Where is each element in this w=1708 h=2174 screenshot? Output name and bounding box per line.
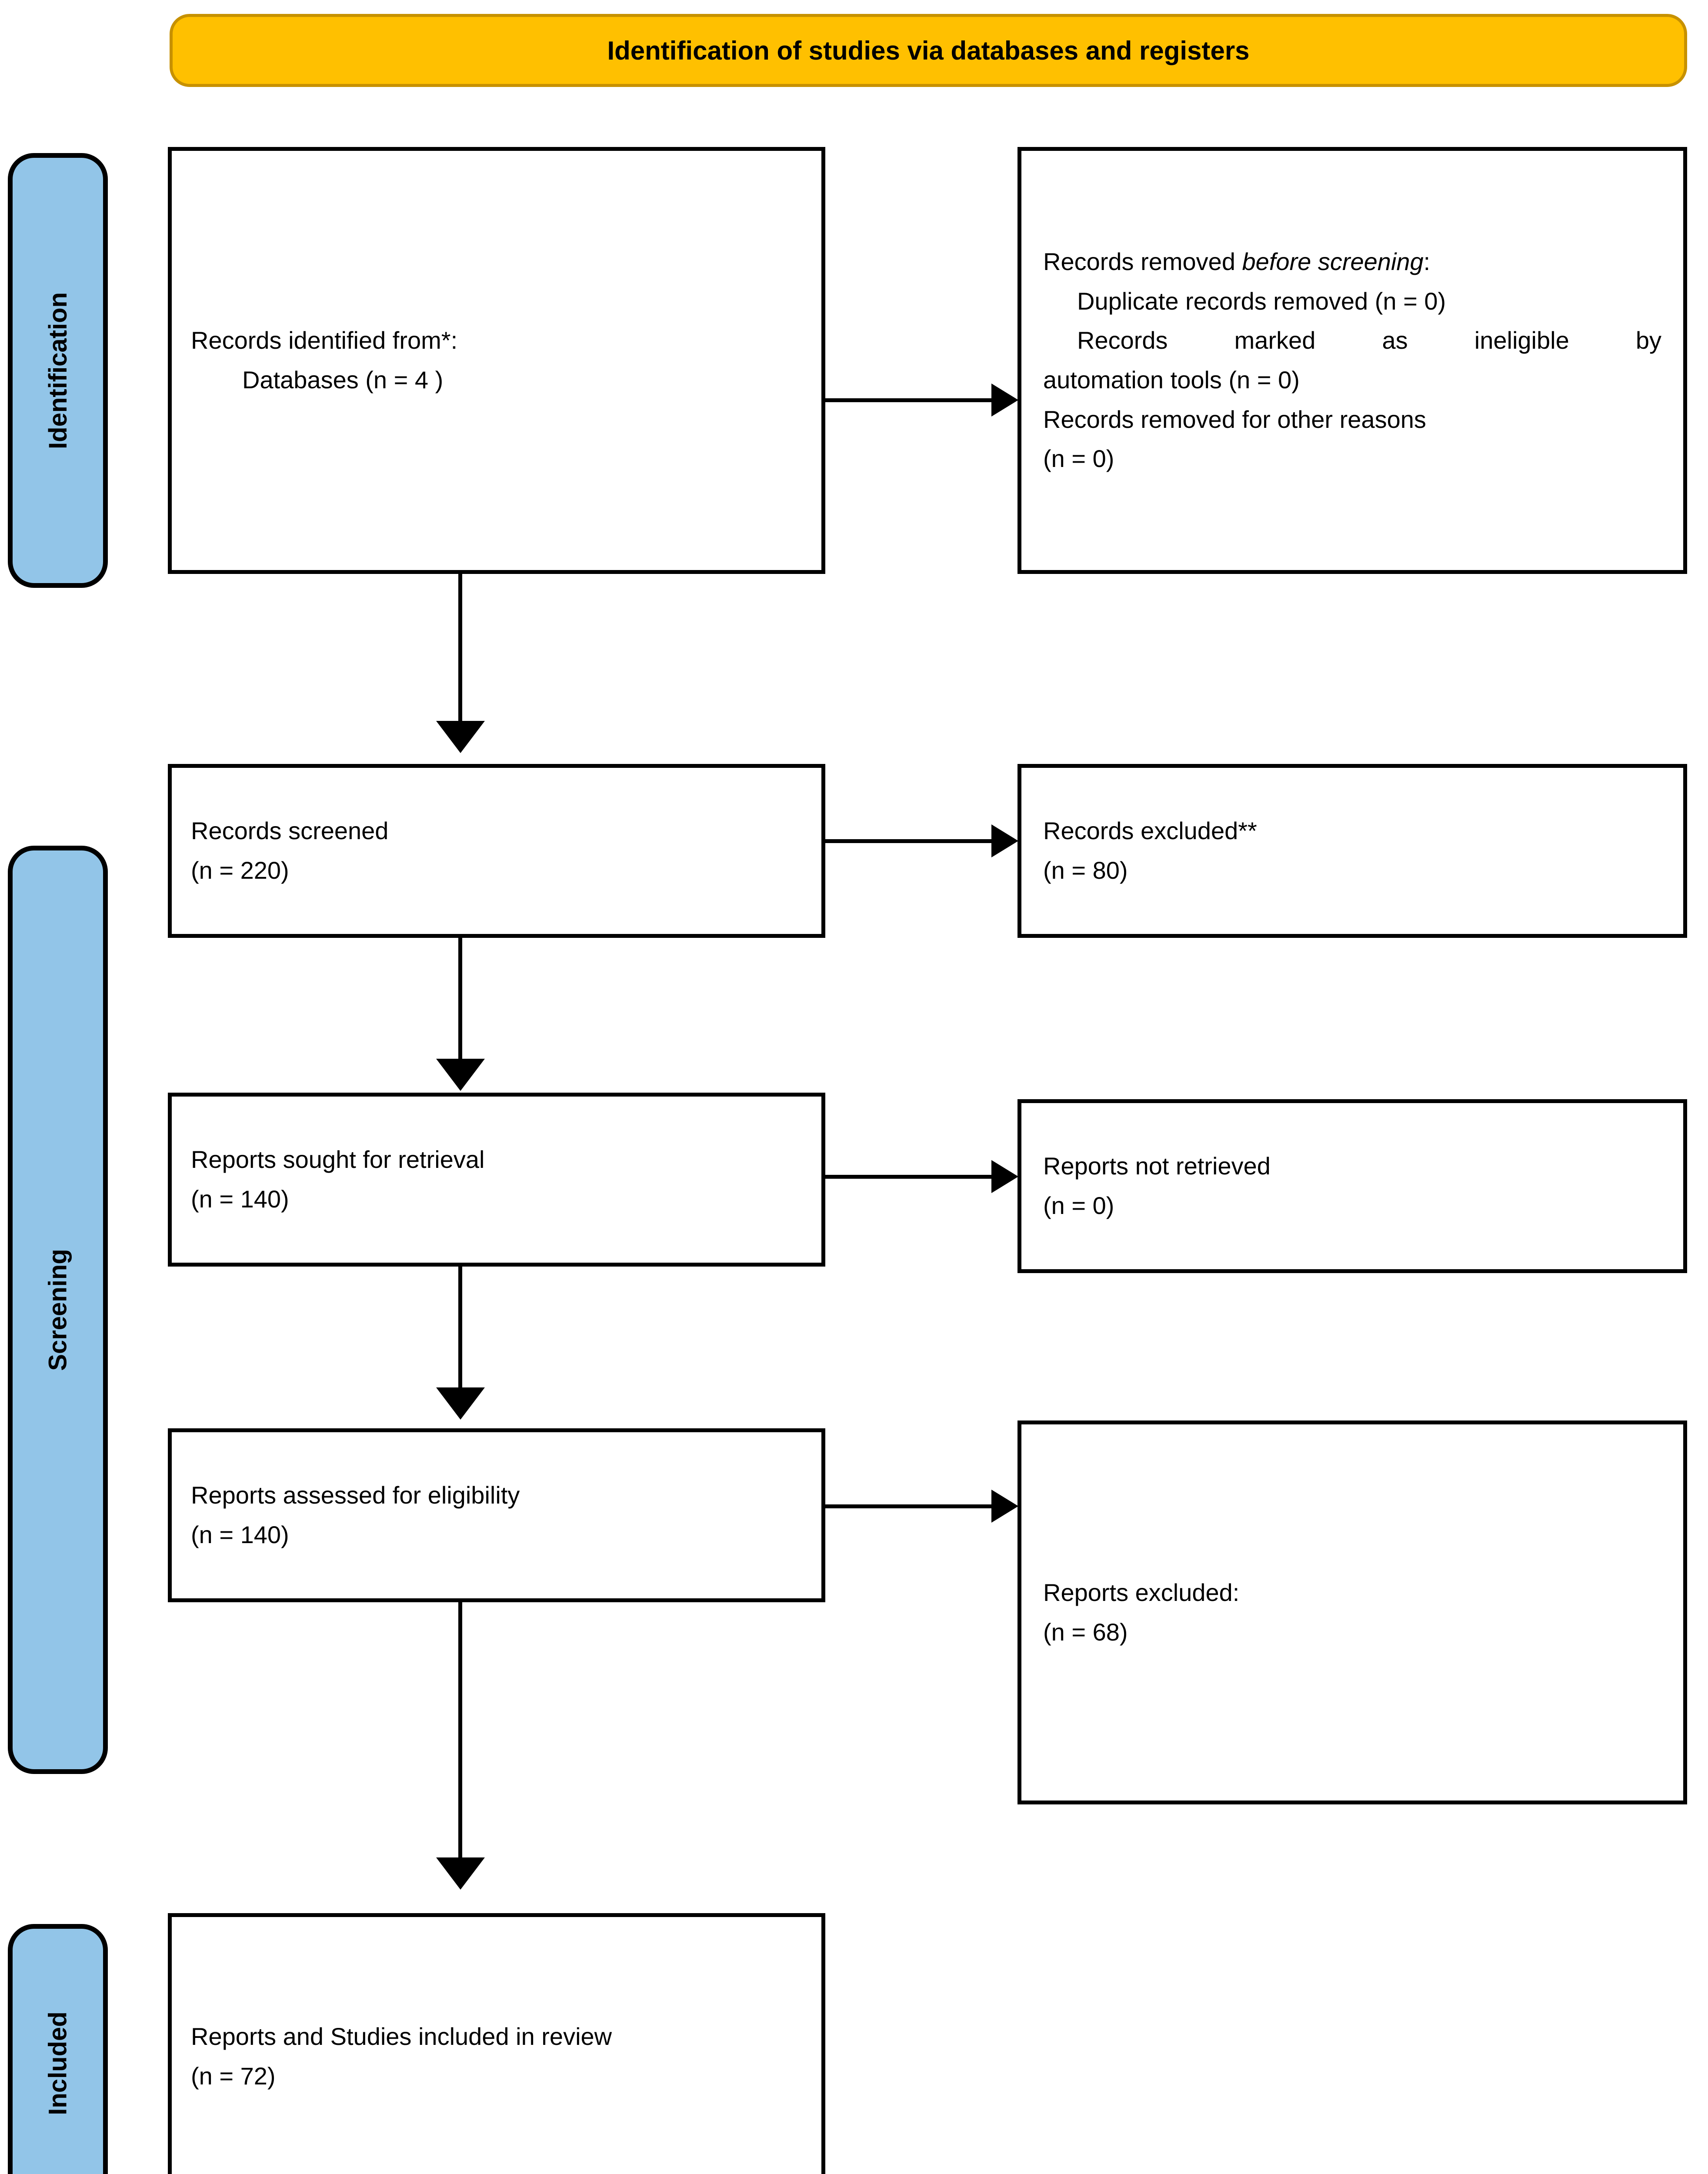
connector-identified-to-screened-arrowhead: [436, 721, 485, 753]
records-screened-count: (n = 220): [191, 857, 289, 884]
included-in-review-label: Reports and Studies included in review: [191, 2023, 612, 2051]
phase-label-identification: Identification: [43, 292, 72, 449]
records-ineligible-automation-line-2: automation tools (n = 0): [1043, 366, 1300, 393]
records-removed-other-reasons: Records removed for other reasons: [1043, 405, 1426, 433]
reports-not-retrieved-count: (n = 0): [1043, 1192, 1114, 1219]
reports-excluded-label: Reports excluded:: [1043, 1578, 1240, 1606]
reports-assessed-label: Reports assessed for eligibility: [191, 1481, 520, 1509]
box-records-excluded: Records excluded** (n = 80): [1017, 764, 1687, 938]
reports-not-retrieved-label: Reports not retrieved: [1043, 1152, 1271, 1180]
connector-assessed-to-excluded-arrowhead: [991, 1490, 1018, 1523]
reports-excluded-count: (n = 68): [1043, 1618, 1128, 1646]
connector-screened-to-excluded-arrowhead: [991, 824, 1018, 857]
box-reports-sought-for-retrieval: Reports sought for retrieval (n = 140): [168, 1093, 825, 1267]
connector-identified-to-removed-line: [825, 398, 999, 402]
connector-identified-to-screened-line: [458, 574, 462, 726]
records-excluded-count: (n = 80): [1043, 857, 1128, 884]
box-reports-and-studies-included: Reports and Studies included in review (…: [168, 1913, 825, 2174]
connector-screened-to-excluded-line: [825, 839, 999, 843]
box-records-identified: Records identified from*: Databases (n =…: [168, 147, 825, 574]
included-in-review-count: (n = 72): [191, 2062, 276, 2090]
banner-identification-via-databases: Identification of studies via databases …: [170, 14, 1687, 87]
records-identified-line-1: Records identified from*:: [191, 327, 458, 354]
records-screened-label: Records screened: [191, 817, 389, 845]
box-reports-assessed-for-eligibility: Reports assessed for eligibility (n = 14…: [168, 1428, 825, 1602]
reports-sought-count: (n = 140): [191, 1185, 289, 1213]
records-identified-databases: Databases (n = 4 ): [242, 366, 444, 393]
phase-label-screening: Screening: [43, 1249, 72, 1371]
connector-sought-to-assessed-arrowhead: [436, 1387, 485, 1420]
connector-screened-to-sought-line: [458, 938, 462, 1064]
records-removed-heading-emphasis: before screening: [1242, 247, 1424, 275]
records-removed-heading-b: :: [1423, 247, 1431, 275]
connector-screened-to-sought-arrowhead: [436, 1059, 485, 1091]
records-removed-other-reasons-count: (n = 0): [1043, 445, 1114, 473]
box-records-screened: Records screened (n = 220): [168, 764, 825, 938]
records-removed-heading: Records removed before screening:: [1043, 242, 1661, 282]
records-excluded-label: Records excluded**: [1043, 817, 1257, 845]
connector-assessed-to-included-line: [458, 1602, 462, 1861]
records-ineligible-automation-line-1: Records marked as ineligible by: [1077, 327, 1661, 354]
box-records-removed-before-screening: Records removed before screening: Duplic…: [1017, 147, 1687, 574]
connector-assessed-to-included-arrowhead: [436, 1857, 485, 1890]
connector-identified-to-removed-arrowhead: [991, 383, 1018, 417]
connector-assessed-to-excluded-line: [825, 1504, 999, 1508]
phase-label-included: Included: [43, 2011, 72, 2115]
phase-bar-screening: Screening: [8, 846, 108, 1774]
phase-bar-included: Included: [8, 1924, 108, 2174]
connector-sought-to-not-retrieved-arrowhead: [991, 1160, 1018, 1193]
reports-sought-label: Reports sought for retrieval: [191, 1146, 485, 1174]
duplicate-records-removed: Duplicate records removed (n = 0): [1077, 287, 1446, 315]
records-removed-heading-a: Records removed: [1043, 247, 1242, 275]
connector-sought-to-assessed-line: [458, 1267, 462, 1393]
banner-title: Identification of studies via databases …: [607, 36, 1250, 65]
box-reports-excluded: Reports excluded: (n = 68): [1017, 1420, 1687, 1804]
phase-bar-identification: Identification: [8, 153, 108, 588]
box-reports-not-retrieved: Reports not retrieved (n = 0): [1017, 1099, 1687, 1273]
reports-assessed-count: (n = 140): [191, 1521, 289, 1548]
connector-sought-to-not-retrieved-line: [825, 1175, 999, 1179]
